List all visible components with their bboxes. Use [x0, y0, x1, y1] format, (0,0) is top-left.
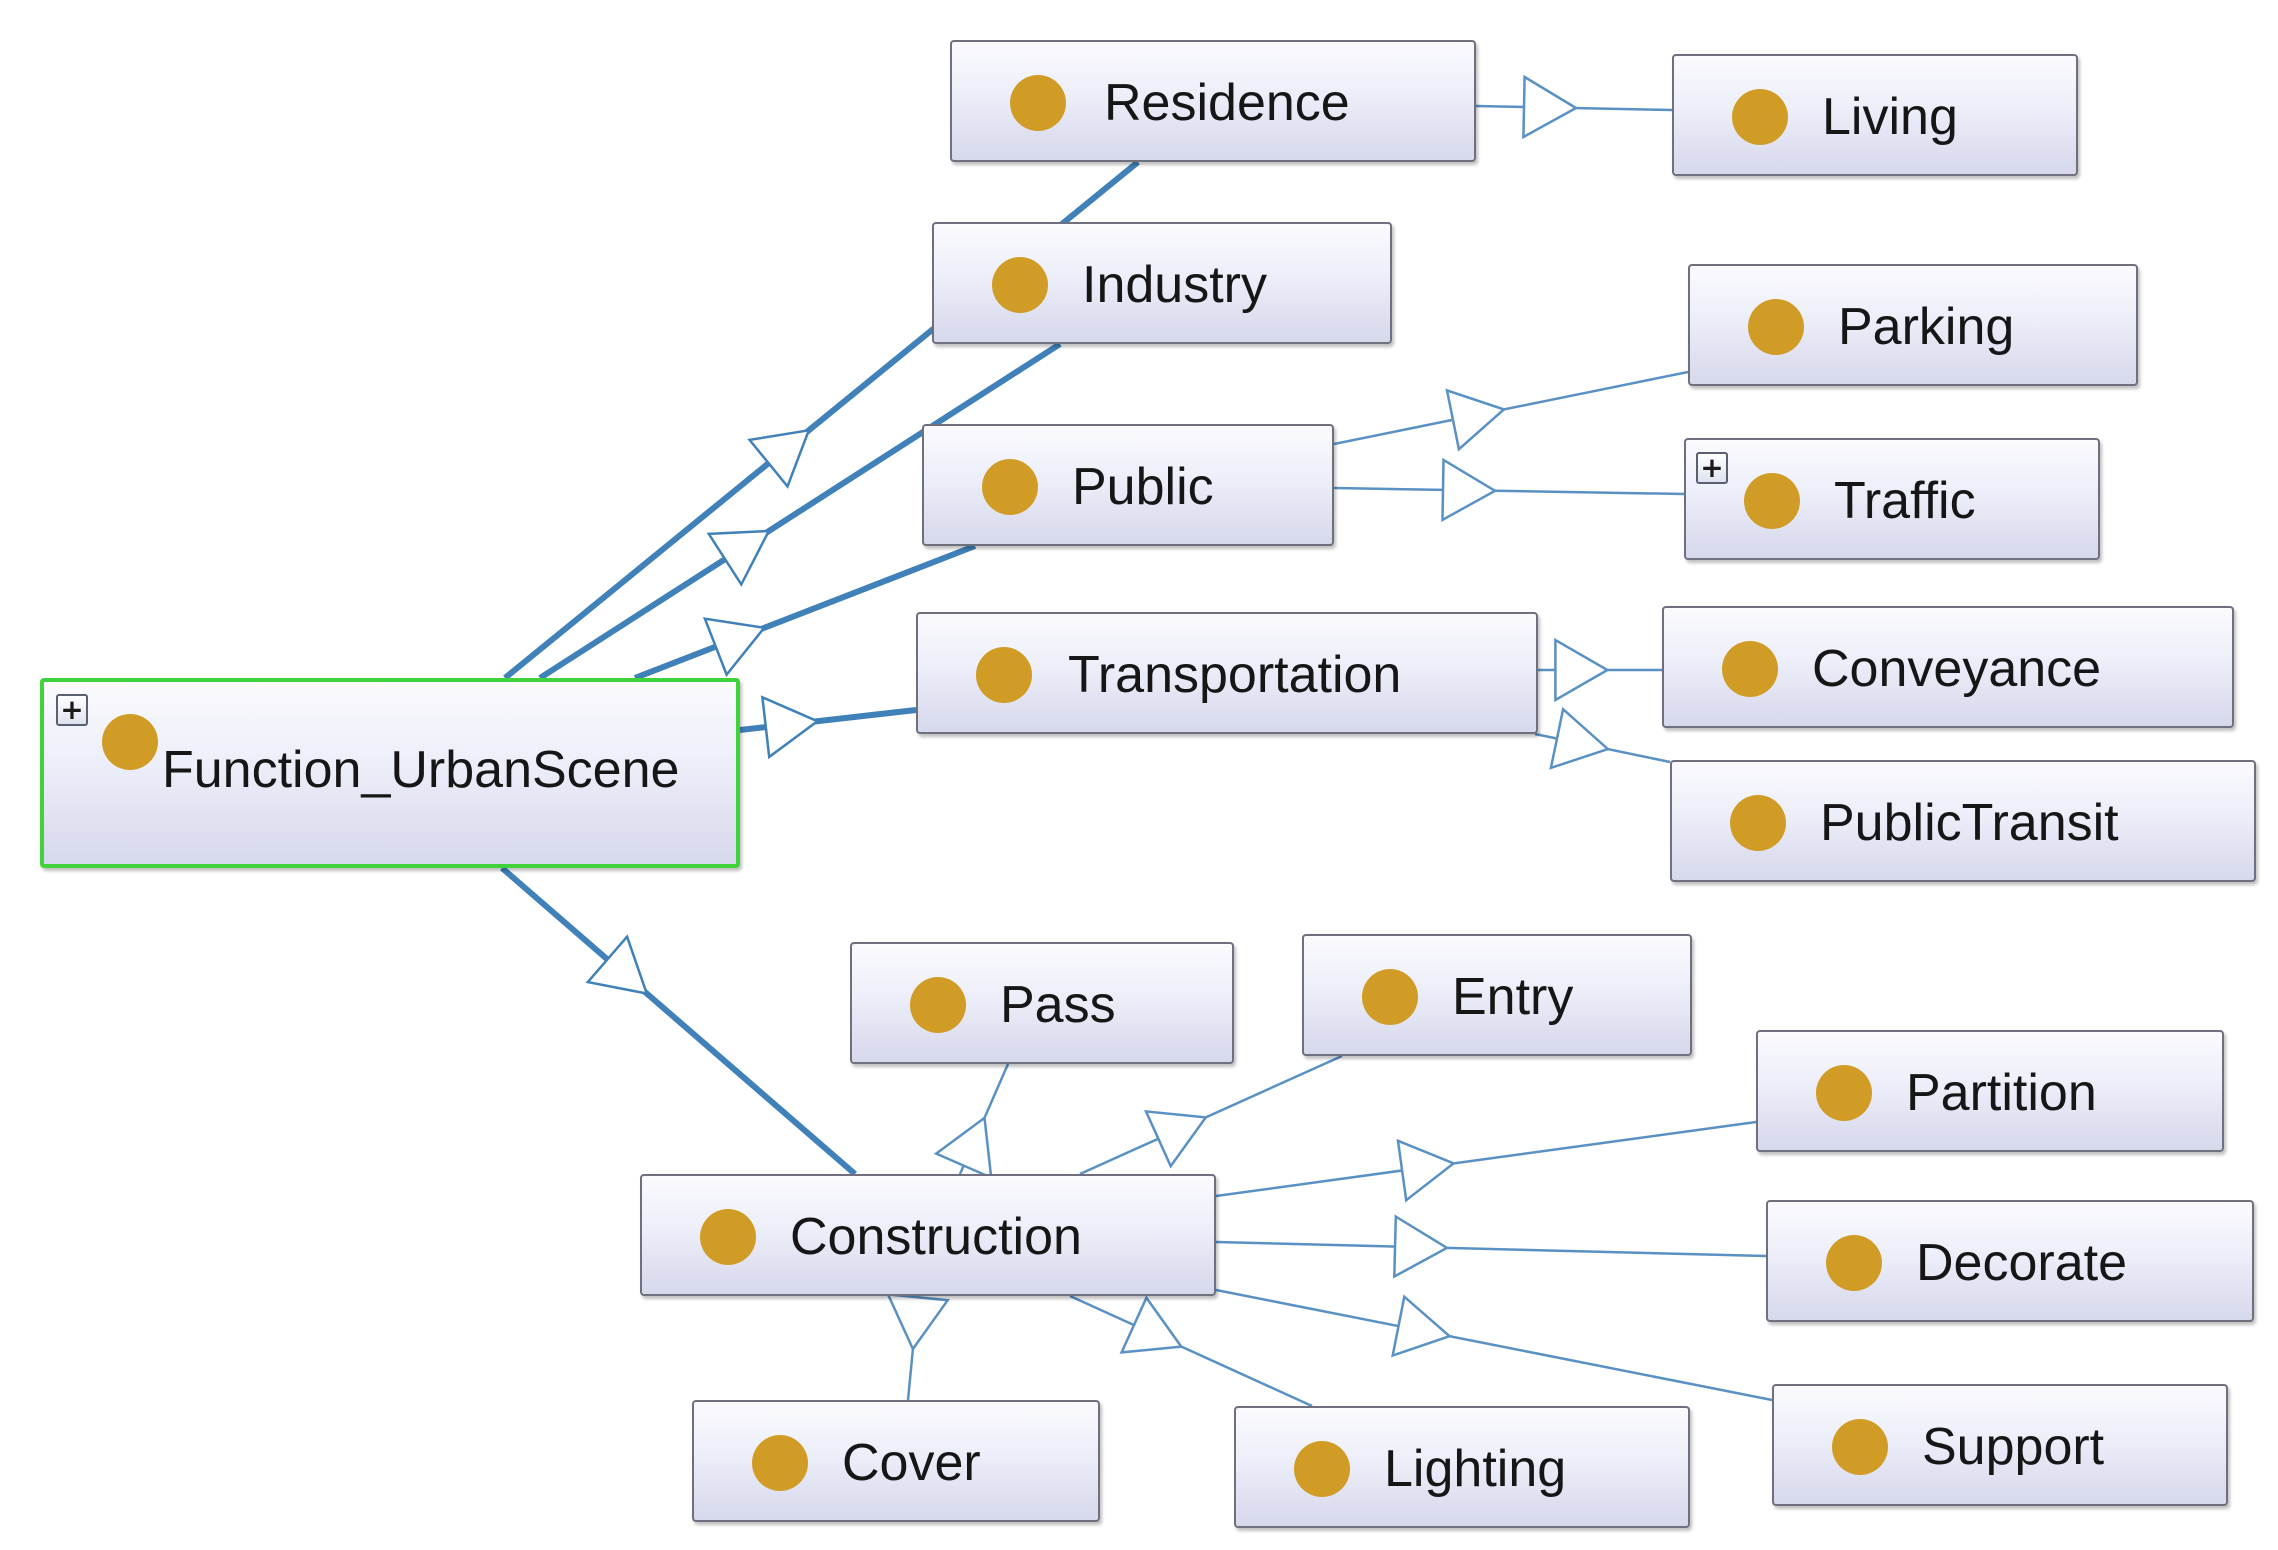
class-icon — [700, 1209, 756, 1265]
arrowhead-construction-decorate — [1392, 1214, 1450, 1279]
arrowhead-transportation-publictransit — [1549, 706, 1611, 770]
node-publictransit[interactable]: PublicTransit — [1670, 760, 2256, 882]
node-label: Construction — [790, 1208, 1082, 1266]
node-function-urbanscene[interactable]: + Function_UrbanScene — [40, 678, 740, 868]
arrowhead-construction-pass — [933, 1115, 993, 1180]
node-label: Transportation — [1068, 646, 1402, 704]
edge-construction-decorate — [1215, 1240, 1767, 1258]
arrowhead-construction-partition — [1396, 1138, 1457, 1203]
class-icon — [1010, 75, 1066, 131]
class-icon — [910, 977, 966, 1033]
node-label: Cover — [842, 1434, 981, 1492]
class-icon — [1748, 299, 1804, 355]
node-label: Decorate — [1916, 1234, 2127, 1292]
class-icon — [1722, 641, 1778, 697]
node-lighting[interactable]: Lighting — [1234, 1406, 1690, 1528]
edge-function-urbanscene-public — [633, 543, 977, 681]
class-icon — [976, 647, 1032, 703]
class-icon — [1732, 89, 1788, 145]
class-icon — [1294, 1441, 1350, 1497]
edge-construction-partition — [1215, 1120, 1757, 1198]
arrowhead-function-urbanscene-residence — [747, 428, 811, 489]
arrowhead-function-urbanscene-construction — [585, 934, 649, 996]
arrowhead-construction-lighting — [1119, 1295, 1184, 1354]
node-label: Living — [1822, 88, 1958, 146]
edge-construction-entry — [1079, 1054, 1343, 1176]
arrowhead-residence-living — [1522, 74, 1579, 140]
edge-construction-support — [1215, 1288, 1773, 1402]
edge-function-urbanscene-construction — [500, 865, 857, 1177]
arrowhead-public-traffic — [1441, 457, 1498, 523]
node-decorate[interactable]: Decorate — [1766, 1200, 2254, 1322]
node-label: Industry — [1082, 256, 1267, 314]
edge-public-traffic — [1333, 486, 1685, 496]
arrowhead-construction-cover — [885, 1292, 950, 1352]
node-cover[interactable]: Cover — [692, 1400, 1100, 1522]
node-label: Partition — [1906, 1064, 2097, 1122]
class-icon — [1832, 1419, 1888, 1475]
node-label: Parking — [1838, 298, 2015, 356]
node-label: PublicTransit — [1820, 794, 2119, 852]
node-residence[interactable]: Residence — [950, 40, 1476, 162]
expand-icon[interactable]: + — [1696, 452, 1728, 484]
class-icon — [752, 1435, 808, 1491]
node-entry[interactable]: Entry — [1302, 934, 1692, 1056]
node-support[interactable]: Support — [1772, 1384, 2228, 1506]
class-icon — [1362, 969, 1418, 1025]
arrowhead-construction-support — [1391, 1294, 1452, 1358]
arrowhead-function-urbanscene-industry — [706, 529, 771, 587]
arrowhead-transportation-conveyance — [1554, 637, 1610, 703]
node-label: Conveyance — [1812, 640, 2102, 698]
node-label: Entry — [1452, 968, 1574, 1026]
node-industry[interactable]: Industry — [932, 222, 1392, 344]
node-label: Lighting — [1384, 1440, 1567, 1498]
edge-construction-lighting — [1069, 1294, 1313, 1408]
class-icon — [1816, 1065, 1872, 1121]
node-label: Traffic — [1834, 472, 1976, 530]
edge-function-urbanscene-industry — [538, 341, 1062, 681]
class-icon — [1826, 1235, 1882, 1291]
node-public[interactable]: Public — [922, 424, 1334, 546]
class-icon — [102, 714, 158, 770]
node-label: Residence — [1104, 74, 1350, 132]
node-parking[interactable]: Parking — [1688, 264, 2138, 386]
arrowhead-public-parking — [1445, 388, 1507, 452]
arrowhead-function-urbanscene-public — [702, 617, 767, 678]
node-living[interactable]: Living — [1672, 54, 2078, 176]
node-partition[interactable]: Partition — [1756, 1030, 2224, 1152]
node-transportation[interactable]: Transportation — [916, 612, 1538, 734]
expand-icon[interactable]: + — [56, 694, 88, 726]
node-label: Function_UrbanScene — [162, 741, 680, 799]
node-conveyance[interactable]: Conveyance — [1662, 606, 2234, 728]
edge-public-parking — [1333, 370, 1689, 446]
node-label: Support — [1922, 1418, 2105, 1476]
arrowhead-construction-entry — [1143, 1109, 1209, 1169]
node-construction[interactable]: Construction — [640, 1174, 1216, 1296]
class-icon — [1744, 473, 1800, 529]
arrowhead-function-urbanscene-transportation — [760, 695, 820, 760]
node-traffic[interactable]: + Traffic — [1684, 438, 2100, 560]
class-icon — [1730, 795, 1786, 851]
class-icon — [992, 257, 1048, 313]
class-icon — [982, 459, 1038, 515]
node-pass[interactable]: Pass — [850, 942, 1234, 1064]
node-label: Pass — [1000, 976, 1116, 1034]
node-label: Public — [1072, 458, 1214, 516]
